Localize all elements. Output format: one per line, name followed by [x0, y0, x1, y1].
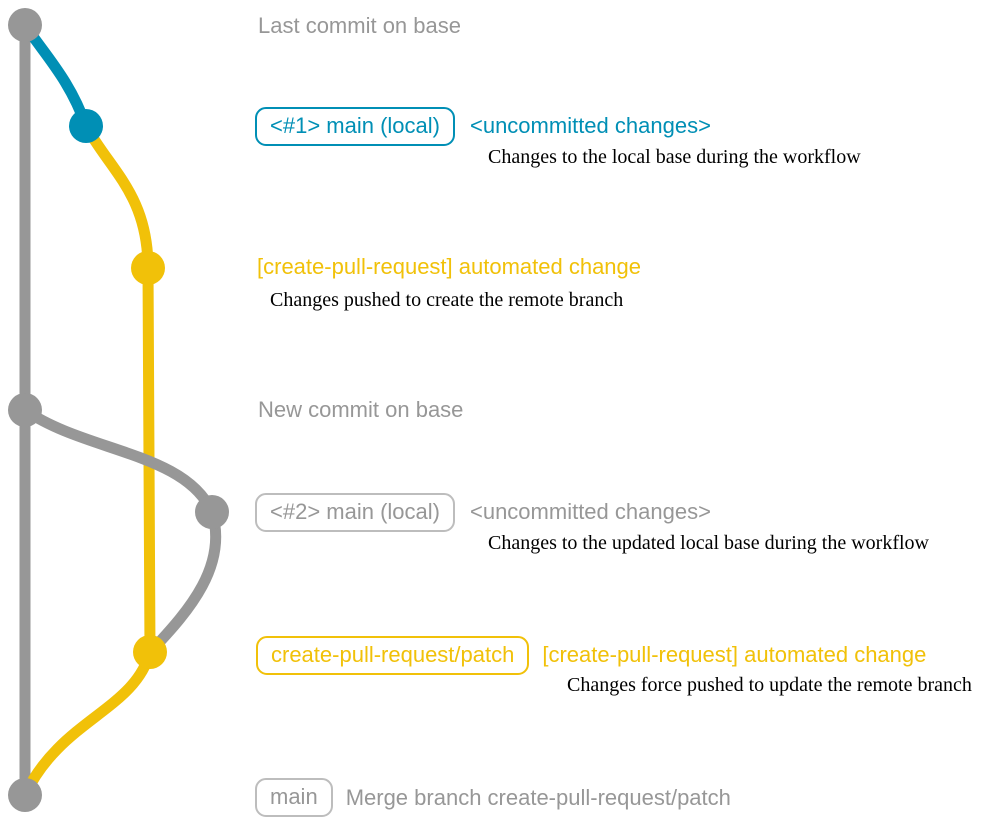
- remote-branch-create-curve: [80, 120, 154, 274]
- commit-node-local-2: [195, 495, 229, 529]
- commit-message-local-2: <uncommitted changes>: [469, 499, 711, 524]
- commit-caption-automated-1: Changes pushed to create the remote bran…: [270, 289, 624, 311]
- commit-row-local-2: <#2> main (local) <uncommitted changes>: [255, 492, 711, 532]
- commit-row-merge: main Merge branch create-pull-request/pa…: [255, 778, 731, 817]
- commit-message-local-1: <uncommitted changes>: [469, 113, 711, 138]
- commit-message-new-base: New commit on base: [258, 397, 464, 422]
- branch-badge-main: main: [255, 778, 333, 817]
- commit-row-automated-2: create-pull-request/patch [create-pull-r…: [256, 635, 926, 675]
- commit-node-new-base: [8, 393, 42, 427]
- commit-node-last-base: [8, 8, 42, 42]
- remote-branch-merge-curve: [19, 646, 156, 801]
- commit-message-automated-1: [create-pull-request] automated change: [257, 254, 642, 279]
- commit-caption-local-2: Changes to the updated local base during…: [488, 532, 929, 554]
- base-rebase-curve: [146, 506, 222, 656]
- commit-message-merge: Merge branch create-pull-request/patch: [345, 784, 731, 810]
- commit-node-automated-1: [131, 251, 165, 285]
- base-update-curve: [19, 404, 218, 518]
- commit-node-merge: [8, 778, 42, 812]
- commit-caption-automated-2: Changes force pushed to update the remot…: [567, 674, 972, 696]
- commit-message-last-base: Last commit on base: [258, 13, 461, 38]
- commit-row-local-1: <#1> main (local) <uncommitted changes>: [255, 106, 711, 146]
- branch-badge-create-pull-request-patch: create-pull-request/patch: [256, 635, 530, 675]
- local-main-branch-curve: [19, 19, 92, 132]
- commit-node-automated-2: [133, 635, 167, 669]
- commit-message-automated-2: [create-pull-request] automated change: [542, 642, 927, 667]
- branch-badge-main-local-1: <#1> main (local): [255, 106, 455, 146]
- commit-node-local-1: [69, 109, 103, 143]
- branch-badge-main-local-2: <#2> main (local): [255, 492, 455, 532]
- commit-caption-local-1: Changes to the local base during the wor…: [488, 146, 861, 168]
